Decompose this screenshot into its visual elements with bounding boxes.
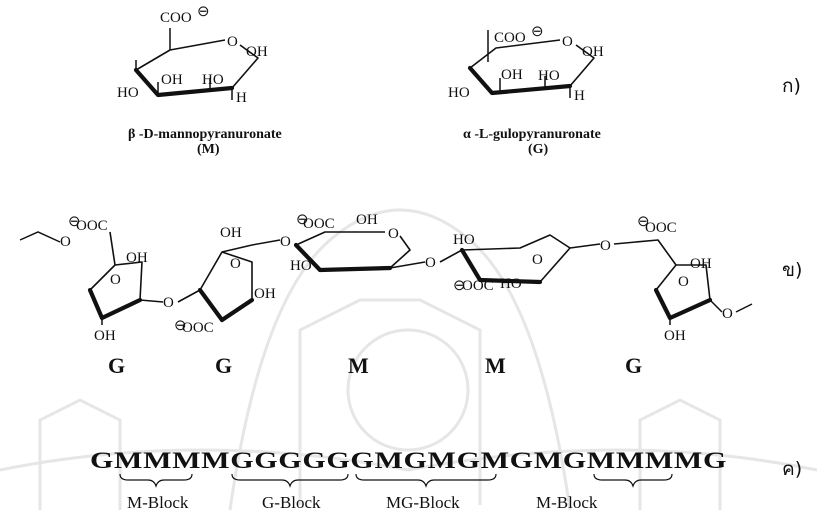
m-block-brace	[593, 473, 673, 488]
g-ho-c4: HO	[448, 85, 470, 101]
m-block-brace	[119, 473, 193, 488]
part-label-c: ค)	[782, 458, 802, 480]
g-charge-label: ⊖	[531, 24, 544, 40]
chain-g3-ooc: OOC	[645, 220, 677, 236]
chain-m1-charge: ⊖	[296, 212, 309, 228]
m-ho-c4: HO	[117, 85, 139, 101]
chain-m1-ho: HO	[290, 258, 312, 274]
chain-link-o-4: O	[600, 238, 611, 254]
chain-g3-oh-bottom: OH	[664, 328, 686, 344]
m-h-c1: H	[236, 90, 247, 106]
g-monomer-name: α -L-gulopyranuronate	[463, 127, 601, 142]
block-label: M-Block	[127, 493, 189, 512]
chain-g1-ooc: OOC	[76, 218, 108, 234]
chain-g3-charge: ⊖	[637, 214, 650, 230]
m-oh-anomeric: OH	[246, 44, 268, 60]
block-label: G-Block	[262, 493, 321, 512]
chain-g1-oh-bottom: OH	[94, 328, 116, 344]
chain-g3-ring-o: O	[678, 274, 689, 290]
chain-g2-ring-o: O	[230, 256, 241, 272]
m-oh-c3: OH	[161, 72, 183, 88]
sequence-text: GMMMMGGGGGGMGMGMGMGMMMMG	[90, 448, 727, 473]
chain-m2-ooc: OOC	[462, 278, 494, 294]
chain-g2-oh: OH	[254, 286, 276, 302]
chain-link-o-1: O	[163, 295, 174, 311]
chain-link-o-2: O	[280, 234, 291, 250]
chain-m1-ring-o: O	[388, 226, 399, 242]
mg-block-brace	[355, 473, 497, 488]
g-oh-c3: OH	[501, 67, 523, 83]
university-seal-watermark-icon	[0, 208, 817, 511]
chain-unit-label: G	[625, 353, 642, 378]
part-label-a: ก)	[782, 75, 801, 97]
chain-unit-label: M	[485, 353, 506, 378]
g-monomer-abbr: (G)	[528, 142, 549, 157]
alginate-block-sequence: GMMMMGGGGGGMGMGMGMGMMMMG M-Block G-Block…	[90, 448, 727, 512]
chain-unit-label: G	[108, 353, 125, 378]
g-monomer-structure: COO ⊖ O OH OH HO HO H α -L-gulopyranuron…	[448, 24, 604, 157]
g-oh-anomeric: OH	[582, 44, 604, 60]
m-charge-label: ⊖	[197, 4, 210, 20]
chain-g3-oh: OH	[690, 256, 712, 272]
chain-g1-ring-o: O	[110, 272, 121, 288]
chain-m1-oh-top: OH	[356, 212, 378, 228]
chain-o-end: O	[722, 306, 733, 322]
chain-m2-charge: ⊖	[453, 278, 466, 294]
m-monomer-abbr: (M)	[197, 142, 220, 157]
m-monomer-structure: COO ⊖ O OH OH HO HO H β -D-mannopyranuro…	[117, 4, 282, 157]
chain-g1-oh: OH	[126, 250, 148, 266]
chain-o-start: O	[60, 234, 71, 250]
block-label: M-Block	[536, 493, 598, 512]
g-carboxylate-label: COO	[494, 30, 526, 46]
m-monomer-name: β -D-mannopyranuronate	[128, 127, 282, 142]
m-carboxylate-label: COO	[160, 10, 192, 26]
chain-m2-ho: HO	[453, 232, 475, 248]
chain-link-o-3: O	[425, 255, 436, 271]
chain-m2-ho-bottom: HO	[500, 276, 522, 292]
m-ho-c2: HO	[202, 72, 224, 88]
g-ring-oxygen: O	[562, 34, 573, 50]
chain-unit-label: M	[348, 353, 369, 378]
chain-g2-ooc: OOC	[182, 320, 214, 336]
chain-g2-charge: ⊖	[174, 318, 187, 334]
block-label: MG-Block	[386, 493, 460, 512]
part-label-b: ข)	[782, 259, 802, 281]
chain-g1-charge: ⊖	[68, 214, 81, 230]
chain-m2-ring-o: O	[532, 252, 543, 268]
chain-unit-label: G	[215, 353, 232, 378]
chain-g2-oh-top: OH	[220, 225, 242, 241]
alginate-chain-structure: O ⊖ OOC OH O OH O OH O OH ⊖ OOC O ⊖ OOC …	[19, 212, 753, 378]
chain-m1-ooc: OOC	[303, 216, 335, 232]
m-ring-oxygen: O	[227, 34, 238, 50]
g-h-c1: H	[574, 88, 585, 104]
g-block-brace	[231, 473, 349, 488]
g-ho-c2: HO	[538, 68, 560, 84]
